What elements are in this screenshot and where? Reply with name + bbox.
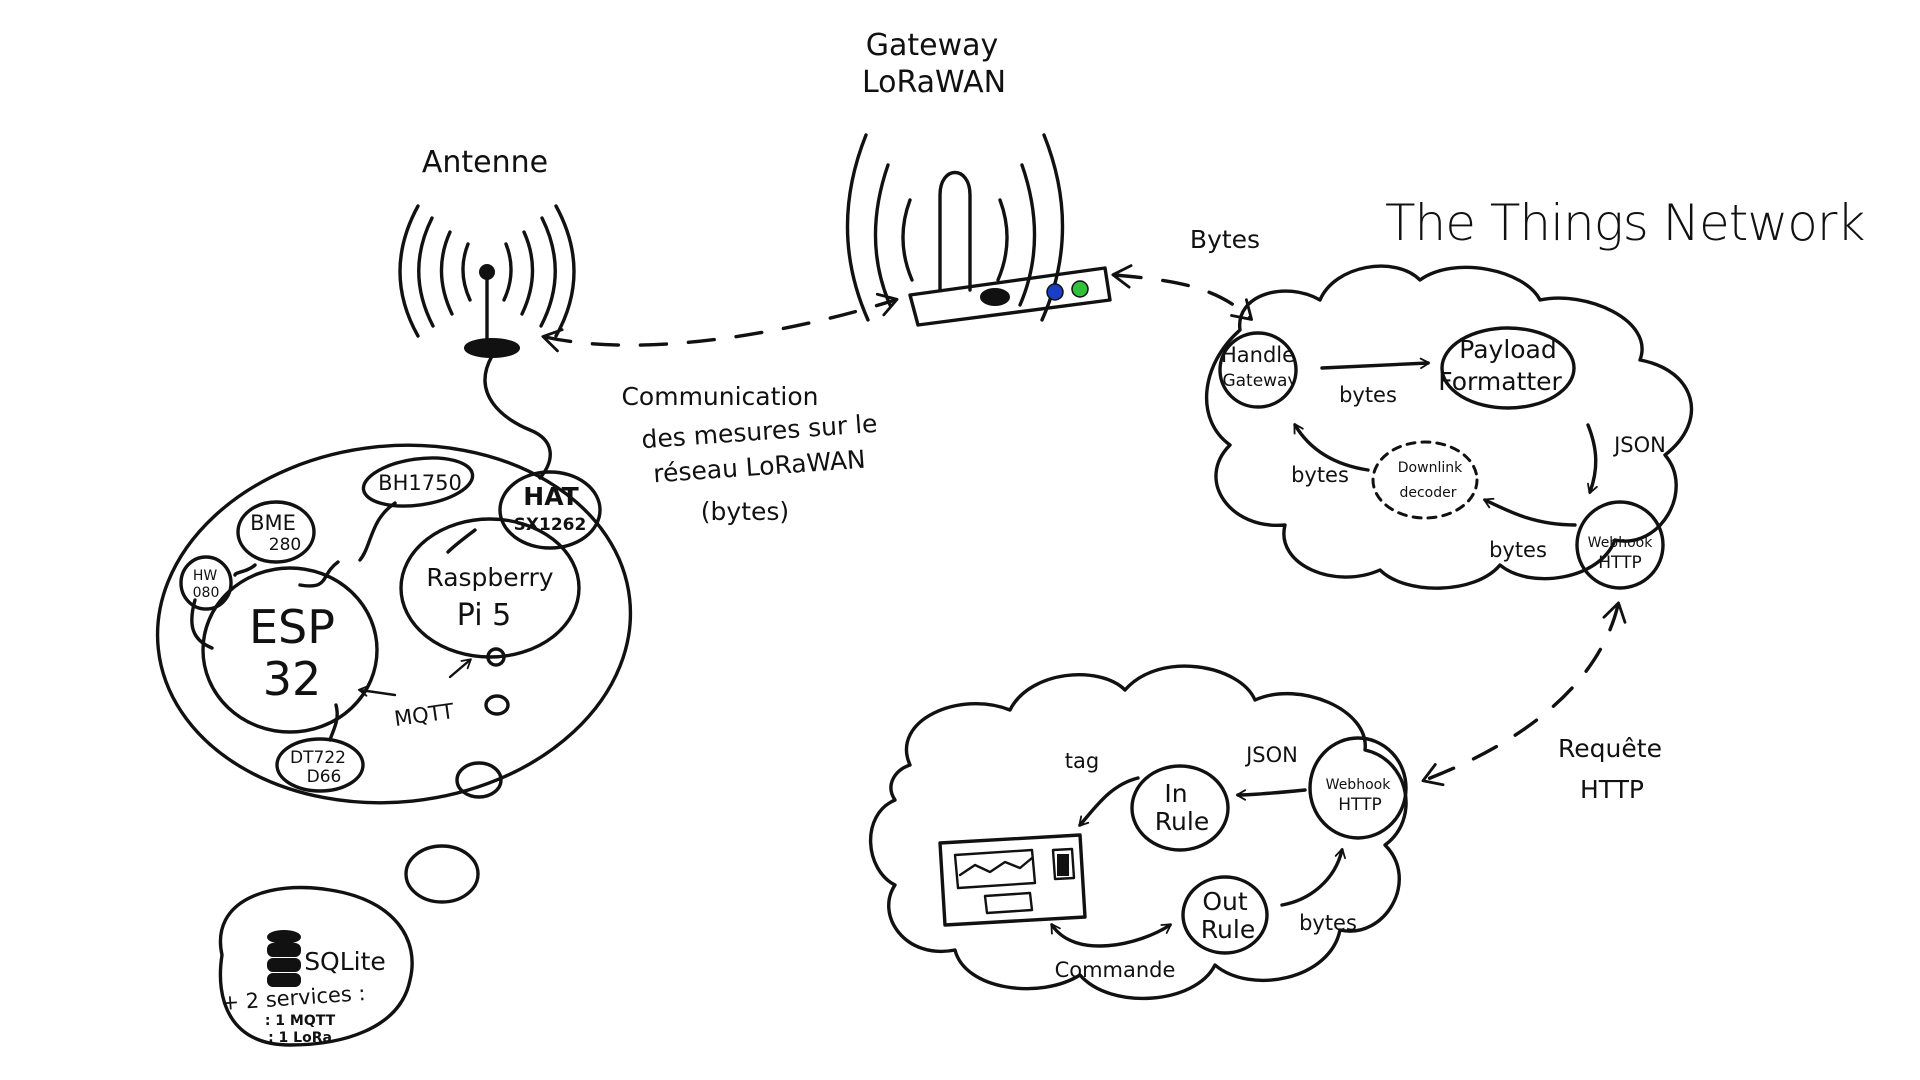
downlink-decoder-node: Downlink decoder [1371, 440, 1479, 520]
app-webhook-label-line1: Webhook [1326, 777, 1392, 793]
bme280-label-line1: BME [250, 511, 296, 535]
esp32-label-line2: 32 [263, 652, 322, 706]
esp32-label-line1: ESP [249, 600, 335, 654]
app-webhook-label-line2: HTTP [1338, 795, 1382, 815]
payload-formatter-node: Payload Formatter [1438, 326, 1576, 410]
app-webhook-node: Webhook HTTP [1308, 736, 1408, 840]
database-icon [267, 930, 301, 987]
sqlite-service-mqtt: : 1 MQTT [265, 1013, 336, 1029]
ttn-webhook-label-line1: Webhook [1588, 535, 1654, 551]
raspberry-label-line1: Raspberry [426, 563, 553, 592]
handle-label-line1: Handle [1221, 343, 1295, 367]
gateway-router-icon [845, 133, 1112, 327]
ttn-bytes3-label: bytes [1291, 463, 1349, 487]
ttn-title: The Things Network [1385, 194, 1864, 252]
device-bubble [155, 443, 633, 904]
dt722-label-line1: DT722 [290, 748, 346, 768]
ttn-bytes1-label: bytes [1339, 383, 1397, 407]
gateway-group: Gateway LoRaWAN [845, 28, 1112, 327]
handle-to-payload-arrow [1320, 357, 1431, 370]
in-rule-node: In Rule [1130, 764, 1230, 852]
sqlite-service-lora: : 1 LoRa [268, 1030, 332, 1046]
handle-gateway-node: Handle Gateway [1218, 331, 1298, 409]
hw080-node: HW 080 [179, 555, 233, 611]
dashboard-outrule-arrow [1050, 923, 1172, 948]
antenna-icon [398, 204, 576, 358]
app-tag-label: tag [1065, 749, 1099, 773]
ttn-webhook-label-line2: HTTP [1598, 553, 1642, 573]
handle-label-line2: Gateway [1222, 371, 1297, 391]
downlink-to-handle-arrow [1293, 423, 1370, 472]
raspberry-label-line2: Pi 5 [457, 598, 511, 633]
bme280-label-line2: 280 [269, 535, 301, 555]
inrule-to-dashboard-arrow [1078, 776, 1140, 827]
device-wiring [190, 501, 477, 742]
sqlite-services: + 2 services : [221, 981, 367, 1015]
comm-line1: Communication [621, 382, 818, 411]
ttn-json-label: JSON [1612, 433, 1666, 457]
bme280-node: BME 280 [236, 500, 316, 564]
out-rule-label-line2: Rule [1201, 915, 1255, 944]
in-rule-label-line1: In [1164, 779, 1187, 808]
app-commande-label: Commande [1055, 958, 1176, 982]
hat-label-line2: SX1262 [514, 515, 587, 535]
http-request-arrow [1421, 601, 1627, 787]
webhook-to-inrule-arrow [1235, 788, 1307, 801]
requete-label-line2: HTTP [1580, 775, 1644, 804]
mqtt-label: MQTT [393, 699, 456, 731]
gateway-label-line1: Gateway [866, 28, 999, 63]
dt722-label-line2: D66 [307, 767, 342, 787]
payload-label-line1: Payload [1459, 335, 1557, 364]
app-json-label: JSON [1244, 743, 1298, 767]
dashboard-screen-icon [938, 833, 1087, 927]
gateway-ttn-arrow [1111, 264, 1253, 321]
sqlite-title: SQLite [304, 947, 386, 976]
ttn-webhook-node: Webhook HTTP [1575, 500, 1665, 590]
ttn-cloud [1204, 264, 1694, 590]
antenna-cable [483, 354, 552, 480]
out-rule-node: Out Rule [1181, 875, 1269, 955]
hat-sx1262-node: HAT SX1262 [498, 470, 602, 550]
lorawan-link-arrow [541, 292, 899, 353]
payload-to-webhook-arrow [1586, 423, 1598, 495]
communication-label: Communication des mesures sur le réseau … [621, 382, 878, 526]
app-cloud [868, 664, 1408, 1001]
raspberry-pi-node: Raspberry Pi 5 [399, 517, 581, 667]
ttn-bytes2-label: bytes [1489, 538, 1547, 562]
gateway-label-line2: LoRaWAN [862, 65, 1006, 100]
hw080-label-line1: HW [193, 568, 218, 584]
app-bytes-label: bytes [1299, 911, 1357, 935]
comm-line4: (bytes) [701, 497, 789, 526]
bytes-gateway-label: Bytes [1190, 225, 1260, 254]
requete-label-line1: Requête [1558, 734, 1662, 763]
esp32-node: ESP 32 [201, 566, 379, 734]
payload-label-line2: Formatter [1438, 367, 1562, 396]
in-rule-label-line2: Rule [1155, 807, 1209, 836]
out-rule-label-line1: Out [1202, 887, 1248, 916]
hw080-label-line2: 080 [193, 585, 220, 601]
webhook-to-downlink-arrow [1483, 497, 1577, 527]
antenna-label: Antenne [422, 145, 548, 180]
antenna-group: Antenne [398, 145, 576, 480]
downlink-label-line2: decoder [1399, 485, 1456, 501]
downlink-label-line1: Downlink [1398, 460, 1463, 476]
dt722-node: DT722 D66 [275, 737, 365, 793]
bh1750-node: BH1750 [361, 456, 475, 508]
outrule-to-webhook-arrow [1280, 847, 1346, 907]
mqtt-link: MQTT [357, 658, 472, 731]
sqlite-bubble: SQLite + 2 services : : 1 MQTT : 1 LoRa [218, 885, 414, 1047]
hat-label-line1: HAT [523, 482, 578, 511]
bh1750-label: BH1750 [378, 471, 462, 495]
